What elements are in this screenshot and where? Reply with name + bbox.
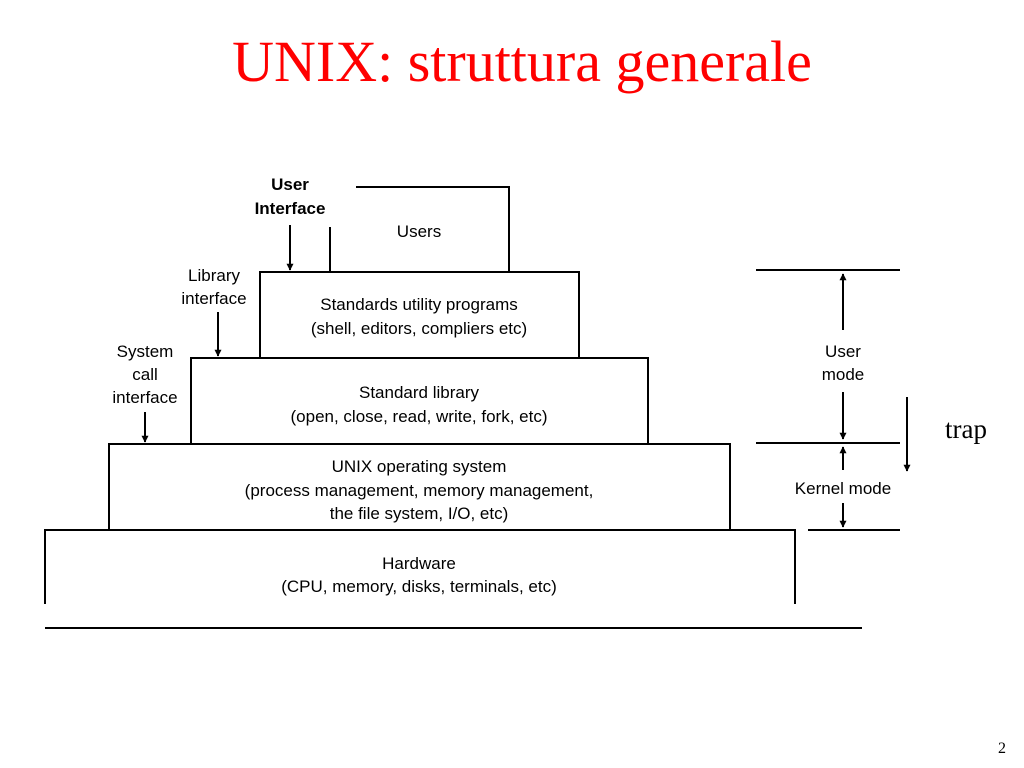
- standard-library-label: Standard library: [359, 383, 480, 402]
- user-interface-label-1: User: [271, 175, 309, 194]
- standard-library-detail: (open, close, read, write, fork, etc): [291, 407, 548, 426]
- hardware-detail: (CPU, memory, disks, terminals, etc): [281, 577, 557, 596]
- system-call-interface-label-2: call: [132, 365, 158, 384]
- hardware-layer-box: [44, 529, 796, 604]
- library-interface-label-1: Library: [188, 266, 240, 285]
- slide-title: UNIX: struttura generale: [232, 29, 812, 94]
- trap-label: trap: [945, 414, 987, 444]
- user-mode-label-2: mode: [822, 365, 865, 384]
- unix-os-detail-2: the file system, I/O, etc): [330, 504, 509, 523]
- unix-os-detail-1: (process management, memory management,: [245, 481, 594, 500]
- users-layer-box: [356, 186, 510, 272]
- user-interface-label-2: Interface: [255, 199, 326, 218]
- page-number: 2: [998, 740, 1006, 757]
- utility-programs-layer-box: [259, 271, 580, 359]
- hardware-label: Hardware: [382, 554, 456, 573]
- utility-programs-detail: (shell, editors, compliers etc): [311, 319, 527, 338]
- kernel-mode-label: Kernel mode: [795, 479, 891, 498]
- system-call-interface-label-3: interface: [112, 388, 177, 407]
- utility-programs-label: Standards utility programs: [320, 295, 517, 314]
- unix-os-label: UNIX operating system: [332, 457, 507, 476]
- user-mode-label-1: User: [825, 342, 861, 361]
- system-call-interface-label-1: System: [117, 342, 174, 361]
- library-interface-label-2: interface: [181, 289, 246, 308]
- users-label: Users: [397, 222, 441, 241]
